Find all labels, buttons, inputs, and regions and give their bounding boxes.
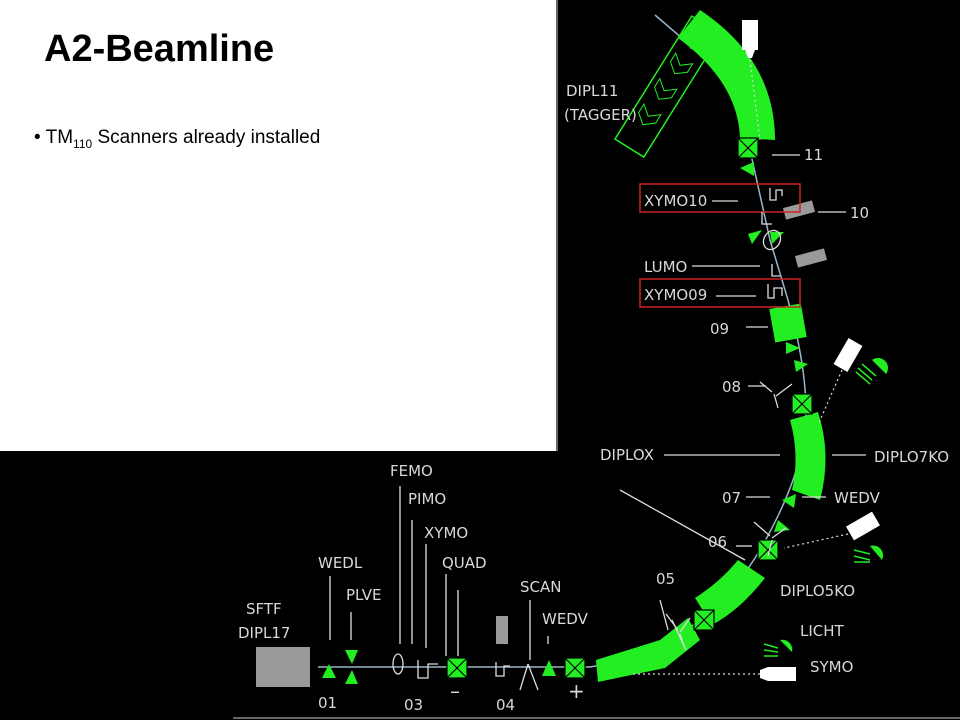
label-04: 04 — [496, 696, 515, 714]
label-scan: SCAN — [520, 578, 561, 596]
bullet-prefix: • TM — [34, 127, 74, 148]
label-diplox: DIPLOX — [600, 446, 654, 464]
label-11: 11 — [804, 146, 823, 164]
dipole-diplo5ko — [695, 560, 765, 625]
dipole-bottom — [596, 618, 700, 682]
steerer-icon — [322, 162, 808, 684]
label-wedv-right: WEDV — [834, 489, 881, 507]
label-diplo7ko: DIPLO7KO — [874, 448, 949, 466]
page-title: A2-Beamline — [44, 28, 275, 70]
label-dipl11: DIPL11 — [566, 82, 618, 100]
label-femo: FEMO — [390, 462, 433, 480]
label-licht: LICHT — [800, 622, 845, 640]
label-tagger: (TAGGER) — [564, 106, 637, 124]
slide-text-panel — [0, 0, 556, 451]
label-08: 08 — [722, 378, 741, 396]
highlight-xymo10 — [639, 183, 801, 213]
label-07: 07 — [722, 489, 741, 507]
label-03: 03 — [404, 696, 423, 714]
monitor-icon — [392, 188, 793, 691]
label-minus: – — [450, 679, 460, 703]
label-01: 01 — [318, 694, 337, 712]
label-xymo10: XYMO10 — [644, 192, 707, 210]
camera-icon — [742, 20, 880, 681]
label-05: 05 — [656, 570, 675, 588]
bullet-suffix: Scanners already installed — [92, 127, 321, 148]
label-plve: PLVE — [346, 586, 382, 604]
label-quad: QUAD — [442, 554, 487, 572]
dipole-dipl11 — [678, 10, 775, 140]
label-wedl: WEDL — [318, 554, 363, 572]
sftf-block — [256, 647, 310, 687]
label-sftf: SFTF — [246, 600, 282, 618]
label-10: 10 — [850, 204, 869, 222]
label-plus: + — [568, 679, 585, 703]
label-diplo5ko: DIPLO5KO — [780, 582, 855, 600]
label-pimo: PIMO — [408, 490, 446, 508]
quadrupole-icon — [446, 137, 813, 679]
label-xymo09: XYMO09 — [644, 286, 707, 304]
bullet-subscript: 110 — [73, 137, 93, 151]
label-symo: SYMO — [810, 658, 853, 676]
label-09: 09 — [710, 320, 729, 338]
magnet-09 — [769, 303, 807, 343]
lamp-icon — [780, 358, 888, 652]
label-lumo: LUMO — [644, 258, 687, 276]
label-wedv-bottom: WEDV — [542, 610, 589, 628]
dipole-diplo7ko — [790, 412, 826, 500]
device-gray — [256, 200, 828, 687]
label-dipl17: DIPL17 — [238, 624, 290, 642]
label-06: 06 — [708, 533, 727, 551]
highlight-xymo09 — [639, 278, 801, 308]
bullet-text: • TM110 Scanners already installed — [34, 127, 320, 151]
label-xymo: XYMO — [424, 524, 468, 542]
